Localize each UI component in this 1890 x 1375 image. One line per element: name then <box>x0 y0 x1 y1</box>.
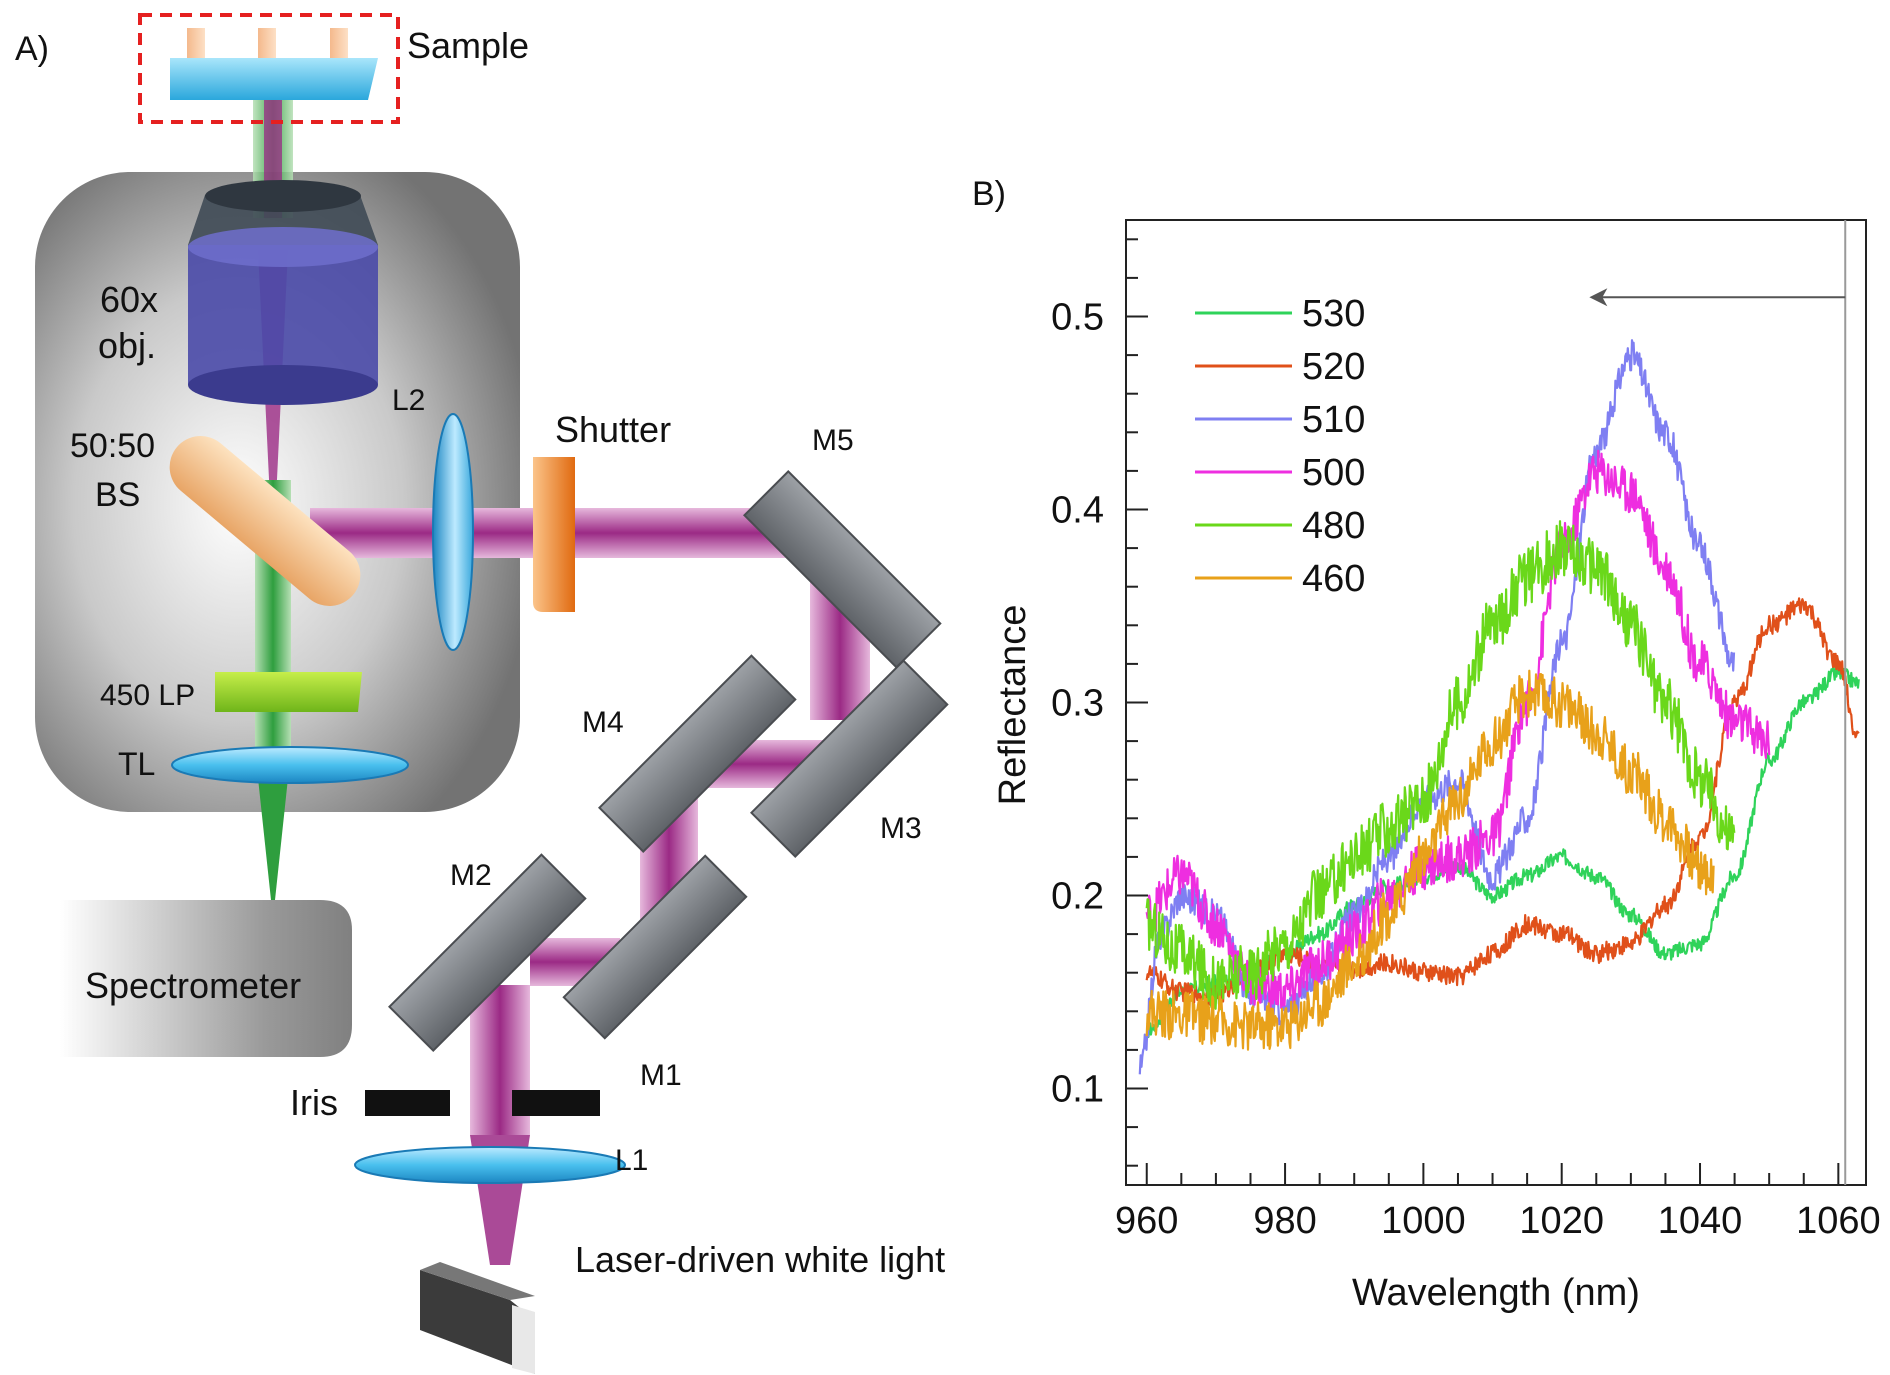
axis-ticks <box>1126 238 1840 1185</box>
x-tick-label: 960 <box>1115 1200 1178 1242</box>
iris-right-blade <box>512 1090 600 1116</box>
panel-b-label: B) <box>972 175 1006 213</box>
panel-b: B) 0.1 0.2 0.3 0.4 0.5 960 980 1000 1020 1040 106… <box>972 175 1881 1314</box>
shutter <box>533 457 575 612</box>
tube-lens-label: TL <box>118 746 155 782</box>
spectrometer <box>60 900 352 1057</box>
mirror-m3-label: M3 <box>880 812 922 845</box>
objective-label-line1: 60x <box>100 279 158 320</box>
mirror-m2-label: M2 <box>450 859 492 892</box>
y-tick-label: 0.1 <box>1051 1069 1104 1111</box>
series-line-500 <box>1145 449 1771 1012</box>
tube-lens <box>171 746 409 784</box>
beamsplitter <box>169 436 361 606</box>
spectrometer-label: Spectrometer <box>85 965 301 1006</box>
x-tick-label: 1060 <box>1796 1200 1881 1242</box>
beamsplitter-label-line1: 50:50 <box>70 427 155 465</box>
iris-left-blade <box>365 1090 450 1116</box>
arrow-head <box>1589 288 1608 307</box>
sample-pillar-2 <box>258 28 276 58</box>
x-tick-label: 980 <box>1253 1200 1316 1242</box>
series-line-460 <box>1145 669 1715 1051</box>
objective <box>188 180 378 405</box>
panel-a-label: A) <box>15 30 49 68</box>
y-tick-label: 0.5 <box>1051 297 1104 339</box>
y-tick-label: 0.3 <box>1051 683 1104 725</box>
beamsplitter-label-line2: BS <box>95 476 140 514</box>
lens-l2-label: L2 <box>392 384 425 417</box>
sample-pillar-1 <box>187 28 205 58</box>
legend-label-480: 480 <box>1302 505 1365 547</box>
y-tick-labels: 0.1 0.2 0.3 0.4 0.5 <box>1051 297 1104 1111</box>
mirror-m5-label: M5 <box>812 424 854 457</box>
sample-pillar-3 <box>330 28 348 58</box>
sample-box <box>138 13 400 124</box>
y-axis-label: Reflectance <box>992 605 1034 806</box>
iris-label: Iris <box>290 1082 338 1123</box>
legend-label-460: 460 <box>1302 558 1365 600</box>
x-tick-label: 1020 <box>1519 1200 1604 1242</box>
series-line-480 <box>1145 520 1736 1011</box>
x-tick-label: 1000 <box>1381 1200 1466 1242</box>
series-lines <box>1138 339 1860 1075</box>
y-tick-label: 0.4 <box>1051 490 1104 532</box>
x-axis-label: Wavelength (nm) <box>1352 1272 1640 1314</box>
legend: 530 520 510 500 480 460 <box>1195 293 1365 600</box>
lens-l1-label: L1 <box>615 1144 648 1177</box>
sample-label: Sample <box>407 25 529 66</box>
legend-label-530: 530 <box>1302 293 1365 335</box>
y-tick-label: 0.2 <box>1051 876 1104 918</box>
shift-arrow <box>1589 288 1846 307</box>
light-source <box>420 1262 535 1374</box>
mirror-m4 <box>598 654 797 853</box>
sample-substrate <box>170 58 378 100</box>
longpass-label: 450 LP <box>100 679 195 712</box>
mirror-m3 <box>750 659 949 858</box>
objective-label-line2: obj. <box>98 325 156 366</box>
x-tick-label: 1040 <box>1658 1200 1743 1242</box>
longpass-filter <box>215 672 362 712</box>
mirror-m4-label: M4 <box>582 706 624 739</box>
lens-l2 <box>432 413 474 651</box>
mirror-m2 <box>388 853 587 1052</box>
shutter-label: Shutter <box>555 409 671 450</box>
panel-a: A) Sample <box>15 13 949 1374</box>
spectrometer-focus-beam <box>255 750 291 900</box>
source-label: Laser-driven white light <box>575 1239 945 1280</box>
mirror-m1 <box>562 854 748 1040</box>
mirror-m1-label: M1 <box>640 1059 682 1092</box>
mirror-m5 <box>743 470 942 669</box>
x-tick-labels: 960 980 1000 1020 1040 1060 <box>1115 1200 1881 1242</box>
legend-label-520: 520 <box>1302 346 1365 388</box>
lens-l1 <box>354 1146 626 1184</box>
legend-label-500: 500 <box>1302 452 1365 494</box>
legend-label-510: 510 <box>1302 399 1365 441</box>
